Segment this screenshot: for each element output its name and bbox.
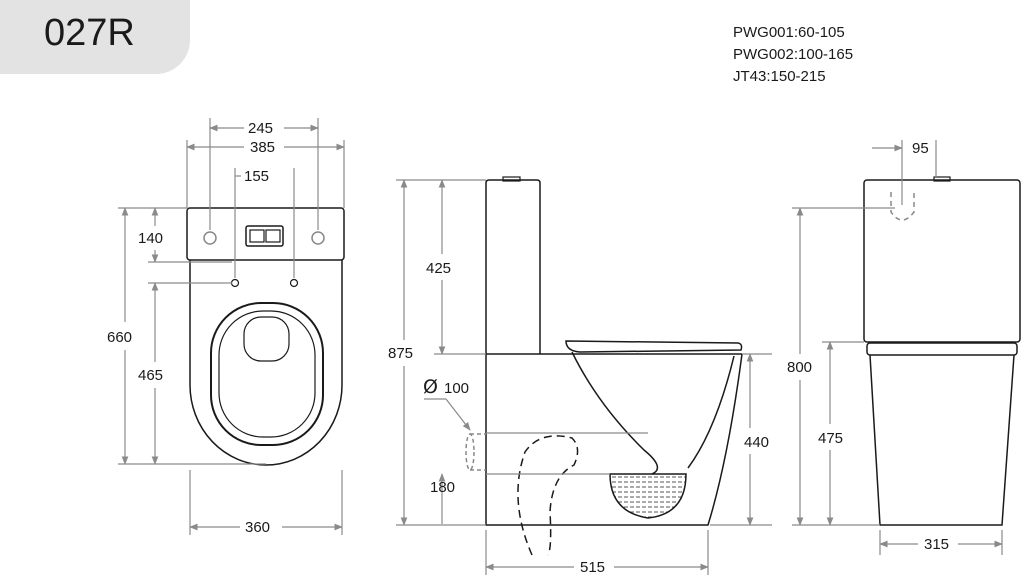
- side-view: [465, 176, 743, 556]
- side-outlet-pipe-end: [465, 433, 475, 471]
- model-tab: [0, 0, 190, 74]
- top-lid-outline: [218, 310, 316, 438]
- side-s-trap-dashed: [517, 435, 579, 556]
- dim-95: 95: [912, 140, 929, 157]
- side-cistern-outline: [485, 179, 541, 354]
- side-water-trap: [609, 473, 687, 519]
- dim-155: 155: [244, 168, 269, 185]
- top-view: [186, 207, 345, 466]
- dim-140: 140: [138, 230, 163, 247]
- model-number: 027R: [44, 12, 135, 54]
- flush-button-half-icon: [249, 229, 265, 243]
- side-bowl-inner: [571, 351, 659, 475]
- pipe-spec-item: PWG002:100-165: [733, 46, 854, 63]
- seat-hinge-hole-right: [289, 278, 299, 288]
- dim-360: 360: [245, 519, 270, 536]
- flush-button-full-icon: [265, 229, 281, 243]
- dim-800: 800: [787, 359, 812, 376]
- front-inlet-dashed: [890, 192, 915, 221]
- side-flush-button: [502, 176, 521, 182]
- dim-315: 315: [924, 536, 949, 553]
- front-view: [863, 176, 1021, 526]
- dim-385: 385: [250, 139, 275, 156]
- top-fixing-hole-right: [311, 231, 325, 245]
- top-seat-outline: [210, 302, 324, 446]
- dim-465: 465: [138, 367, 163, 384]
- pipe-spec-item: PWG001:60-105: [733, 24, 845, 41]
- dim-440: 440: [744, 434, 769, 451]
- pipe-spec-item: JT43:150-215: [733, 68, 826, 85]
- top-view-dimensions: [118, 118, 345, 535]
- front-flush-button: [933, 176, 951, 182]
- top-cistern-outline: [186, 207, 345, 261]
- top-fixing-hole-left: [203, 231, 217, 245]
- diameter-symbol: Ø: [423, 376, 438, 398]
- dim-425: 425: [426, 260, 451, 277]
- dim-660: 660: [107, 329, 132, 346]
- pipe-spec-list: PWG001:60-105 PWG002:100-165 JT43:150-21…: [733, 22, 853, 88]
- front-cistern-outline: [863, 179, 1021, 343]
- flush-button-plate: [245, 225, 284, 247]
- front-view-dimensions: [792, 140, 1003, 555]
- front-seat-lid: [866, 342, 1018, 356]
- dim-875: 875: [388, 345, 413, 362]
- dim-515: 515: [580, 559, 605, 576]
- dim-475: 475: [818, 430, 843, 447]
- dim-diameter-100: 100: [444, 380, 469, 397]
- side-pan-body: [485, 353, 743, 526]
- dim-245: 245: [248, 120, 273, 137]
- side-bowl-front-inner: [687, 355, 735, 469]
- front-pan-body: [869, 354, 1015, 526]
- side-seat-lid: [565, 340, 743, 353]
- top-seat-hinge-plate: [243, 316, 290, 362]
- dim-180: 180: [430, 479, 455, 496]
- seat-hinge-hole-left: [230, 278, 240, 288]
- top-bowl-outline: [189, 260, 343, 466]
- side-view-dimensions: [396, 179, 772, 575]
